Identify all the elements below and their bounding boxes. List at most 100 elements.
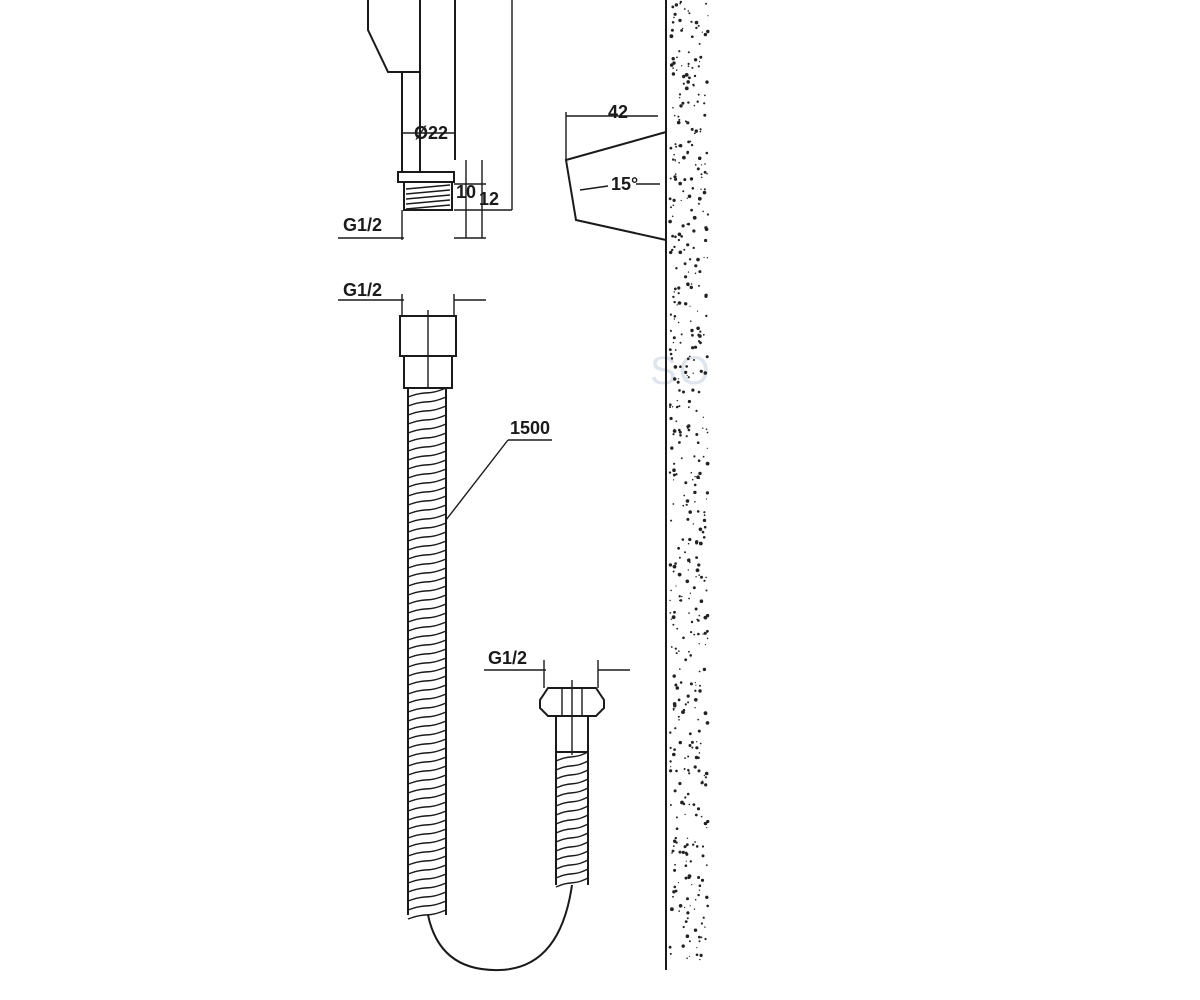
wall-speckle [672,341,675,344]
wall-speckle [691,346,695,350]
wall-speckle [672,623,675,626]
wall-speckle [691,187,695,190]
wall-speckle [685,860,687,862]
wall-speckle [677,321,680,324]
wall-speckle [672,674,676,678]
hose-coil [407,738,447,749]
wall-speckle [706,29,710,34]
wall-speckle [687,284,690,287]
hose-coil [407,576,447,587]
wall-speckle [673,300,676,304]
wall-speckle [685,579,690,584]
wall-speckle [694,813,698,817]
wall-speckle [691,478,694,481]
wall-speckle [683,494,686,497]
wall-speckle [679,144,683,148]
wall-speckle [669,34,674,39]
wall-speckle [705,2,708,5]
wall-speckle [705,721,710,725]
wall-speckle [683,178,687,182]
wall-speckle [688,537,692,542]
hose-coil [407,567,447,578]
wall-speckle [672,707,675,710]
wall-speckle [694,20,699,25]
hose-coil [555,850,589,861]
hose-coil [407,855,447,866]
wall-speckle [700,176,703,179]
wall-speckle [676,120,681,125]
wall-speckle [674,159,677,161]
wall-speckle [693,345,698,349]
wall-speckle [675,420,678,423]
wall-speckle [700,936,703,939]
hose-coil [407,837,447,848]
wall-speckle [673,885,677,889]
hose-coil [407,414,447,425]
wall-speckle [704,238,708,243]
wall-speckle [687,194,692,199]
wall-speckle [693,483,697,487]
wall-speckle [673,16,675,19]
wall-speckle [669,760,672,763]
wall-speckle [691,746,694,749]
wall-speckle [688,940,691,943]
wall-speckle [669,804,672,806]
wall-speckle [684,864,688,867]
wall-speckle [682,504,685,507]
hose-length-label: 1500 [510,418,550,438]
wall-speckle [694,501,696,503]
wall-speckle [687,399,692,404]
wall-speckle [672,295,675,299]
wall-speckle [675,267,678,270]
wall-speckle [674,562,677,565]
wall-speckle [694,899,697,901]
wall-speckle [680,457,683,460]
hose-coil [555,823,589,834]
handle-threaded-tip [403,181,453,211]
shower-handle: Ø22 10 12 G1/2 [338,0,513,240]
wall-speckle [671,248,674,252]
wall-speckle [705,314,708,318]
wall-speckle [698,935,701,939]
thread-mark [405,199,451,205]
hose-coil [407,495,447,506]
wall-speckle [677,292,680,295]
wall-speckle [686,837,689,839]
wall-speckle [700,815,703,818]
wall-speckle [673,839,677,843]
wall-speckle [669,403,672,407]
wall-speckle [674,235,677,239]
wall-speckle [677,572,682,577]
wall-speckle [702,518,707,523]
hose-coil [555,769,589,780]
hose-coil [407,702,447,713]
wall-speckle [673,610,676,614]
wall-speckle [679,0,682,4]
wall-speckle [677,698,681,702]
hose-coil [555,796,589,807]
wall-speckle [690,208,693,212]
hose-coil [407,720,447,731]
wall-speckle [673,245,676,249]
wall-speckle [684,551,686,554]
wall-speckle [696,257,700,262]
wall-speckle [691,884,693,886]
wall-speckle [690,471,693,474]
wall-speckle [699,958,701,961]
wall-speckle [687,10,690,12]
wall-speckle [672,895,674,898]
hose-coil [407,657,447,668]
wall-speckle [673,175,677,179]
wall-speckle [673,287,677,291]
wall-speckle [702,333,705,336]
hose-coil [555,805,589,816]
wall-speckle [669,599,671,602]
wall-speckle [698,527,703,532]
wall-speckle [702,780,704,782]
wall-speckle [684,757,686,759]
wall-speckle [684,86,689,91]
hose-coil [407,684,447,695]
wall-speckle [668,197,672,201]
wall-speckle [675,827,679,830]
wall-speckle [687,768,690,772]
